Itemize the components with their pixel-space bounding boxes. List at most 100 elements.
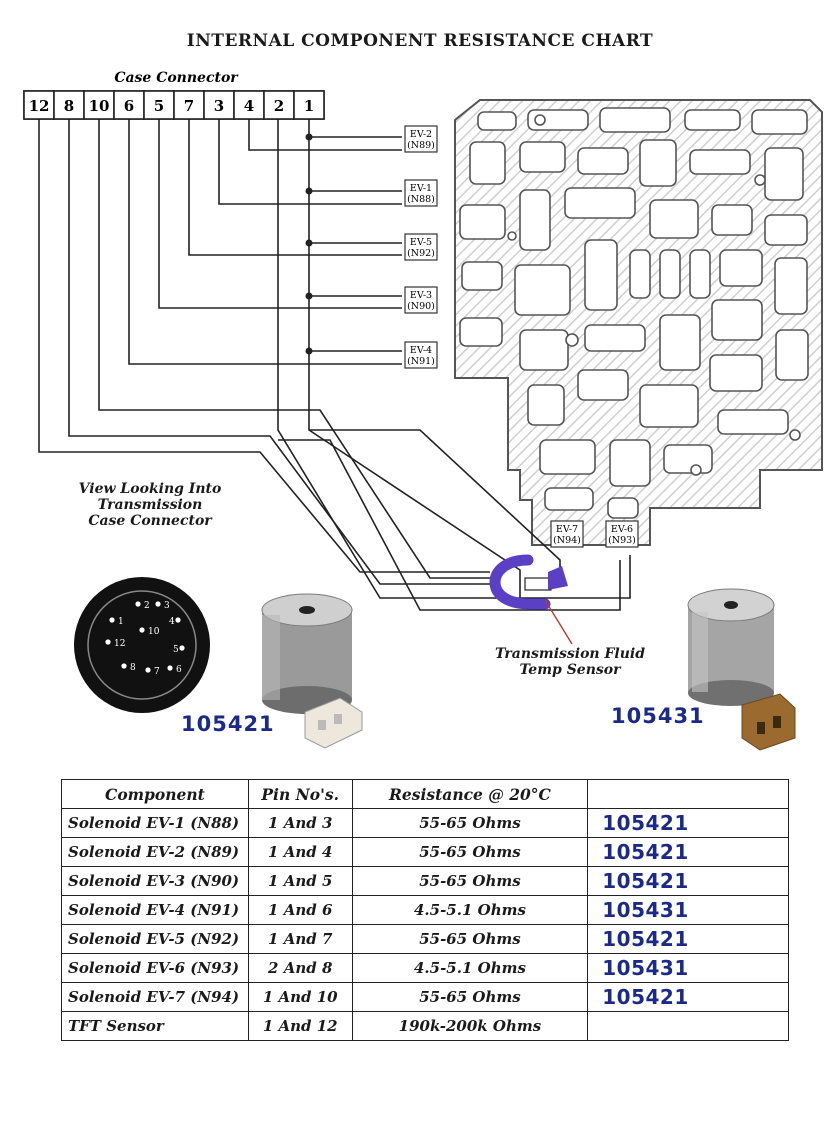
wire — [218, 119, 402, 205]
connector-pin-box — [173, 90, 205, 120]
wire-junction — [305, 292, 313, 300]
cell-resistance: 55-65 Ohms — [351, 866, 589, 896]
wire — [158, 119, 402, 309]
cell-part: 105421 — [587, 866, 789, 896]
solenoid-105421-image — [261, 593, 363, 749]
solenoid-code: (N88) — [407, 194, 435, 205]
case-connector-label: Case Connector — [114, 70, 239, 86]
cell-pins: 1 And 5 — [247, 866, 353, 896]
connector-pin-label: 1 — [304, 97, 314, 115]
connector-pin-label: 5 — [154, 97, 164, 115]
solenoid-name: EV-3 — [410, 290, 432, 301]
wire — [128, 119, 402, 365]
solenoid-ev-2-label: EV-2(N89) — [404, 125, 438, 153]
solenoid-code: (N91) — [407, 356, 435, 367]
round-pin-dot — [167, 665, 173, 671]
connector-pin-label: 7 — [184, 97, 194, 115]
solenoid-name: EV-1 — [410, 183, 432, 194]
cell-resistance: 55-65 Ohms — [351, 808, 589, 838]
connector-pin-box — [293, 90, 325, 120]
header-component: Component — [61, 779, 249, 809]
solenoid-ev-1-label: EV-1(N88) — [404, 179, 438, 207]
solenoid-ev-4-label: EV-4(N91) — [404, 341, 438, 369]
round-pin-dot — [109, 617, 115, 623]
connector-pin-box — [143, 90, 175, 120]
round-pin-dot — [121, 663, 127, 669]
round-pin-dot — [135, 601, 141, 607]
round-pin-label: 10 — [148, 627, 160, 637]
connector-pin-label: 3 — [214, 97, 224, 115]
header-pins: Pin No's. — [247, 779, 353, 809]
round-pin-label: 4 — [169, 617, 175, 627]
solenoid-name: EV-5 — [410, 237, 432, 248]
cell-pins: 1 And 7 — [247, 924, 353, 954]
cell-part: 105431 — [587, 895, 789, 925]
cell-pins: 2 And 8 — [247, 953, 353, 983]
solenoid-name: EV-2 — [410, 129, 432, 140]
cell-component: Solenoid EV-3 (N90) — [61, 866, 249, 896]
connector-pin-label: 2 — [274, 97, 284, 115]
cell-pins: 1 And 10 — [247, 982, 353, 1012]
wire — [38, 119, 490, 573]
solenoid-code: (N90) — [407, 301, 435, 312]
connector-pin-label: 10 — [89, 97, 110, 115]
cell-component: Solenoid EV-5 (N92) — [61, 924, 249, 954]
cell-part: 105421 — [587, 982, 789, 1012]
cell-pins: 1 And 6 — [247, 895, 353, 925]
round-pin-label: 2 — [144, 601, 150, 611]
cell-resistance: 55-65 Ohms — [351, 837, 589, 867]
view-caption: View Looking Into Transmission Case Conn… — [78, 481, 222, 529]
solenoid-code: (N93) — [608, 535, 636, 546]
cell-component: Solenoid EV-2 (N89) — [61, 837, 249, 867]
cell-component: Solenoid EV-6 (N93) — [61, 953, 249, 983]
cell-pins: 1 And 12 — [247, 1011, 353, 1041]
cell-component: Solenoid EV-4 (N91) — [61, 895, 249, 925]
solenoid-ev-7-label: EV-7(N94) — [550, 520, 584, 548]
wire — [248, 119, 402, 151]
part-number-right: 105431 — [611, 704, 705, 728]
cell-part: 105421 — [587, 924, 789, 954]
round-pin-dot — [175, 617, 181, 623]
round-pin-label: 6 — [176, 665, 182, 675]
wire — [98, 119, 500, 579]
cell-resistance: 55-65 Ohms — [351, 924, 589, 954]
cell-resistance: 190k-200k Ohms — [351, 1011, 589, 1041]
solenoid-code: (N92) — [407, 248, 435, 259]
solenoid-code: (N94) — [553, 535, 581, 546]
cell-component: Solenoid EV-7 (N94) — [61, 982, 249, 1012]
wire — [278, 439, 621, 611]
wire-junction — [305, 133, 313, 141]
wire-junction — [305, 347, 313, 355]
resistance-table: Component Pin No's. Resistance @ 20°C So… — [61, 779, 789, 1041]
round-pin-label: 7 — [154, 667, 160, 677]
solenoid-name: EV-7 — [556, 524, 578, 535]
valve-body — [454, 99, 823, 546]
round-pin-dot — [105, 639, 111, 645]
tft-sensor — [489, 554, 573, 645]
round-pin-dot — [179, 645, 185, 651]
cell-component: Solenoid EV-1 (N88) — [61, 808, 249, 838]
part-number-left: 105421 — [181, 712, 275, 736]
connector-pin-label: 6 — [124, 97, 134, 115]
solenoid-code: (N89) — [407, 140, 435, 151]
round-pin-label: 3 — [164, 601, 170, 611]
round-pin-label: 12 — [114, 639, 125, 649]
cell-resistance: 4.5-5.1 Ohms — [351, 953, 589, 983]
cell-pins: 1 And 3 — [247, 808, 353, 838]
connector-pin-box — [233, 90, 265, 120]
cell-component: TFT Sensor — [61, 1011, 249, 1041]
wire — [308, 119, 521, 598]
round-pin-label: 5 — [173, 645, 179, 655]
cell-part: 105431 — [587, 953, 789, 983]
connector-pin-label: 4 — [244, 97, 254, 115]
cell-resistance: 55-65 Ohms — [351, 982, 589, 1012]
header-resistance: Resistance @ 20°C — [351, 779, 589, 809]
round-pin-label: 1 — [118, 617, 124, 627]
